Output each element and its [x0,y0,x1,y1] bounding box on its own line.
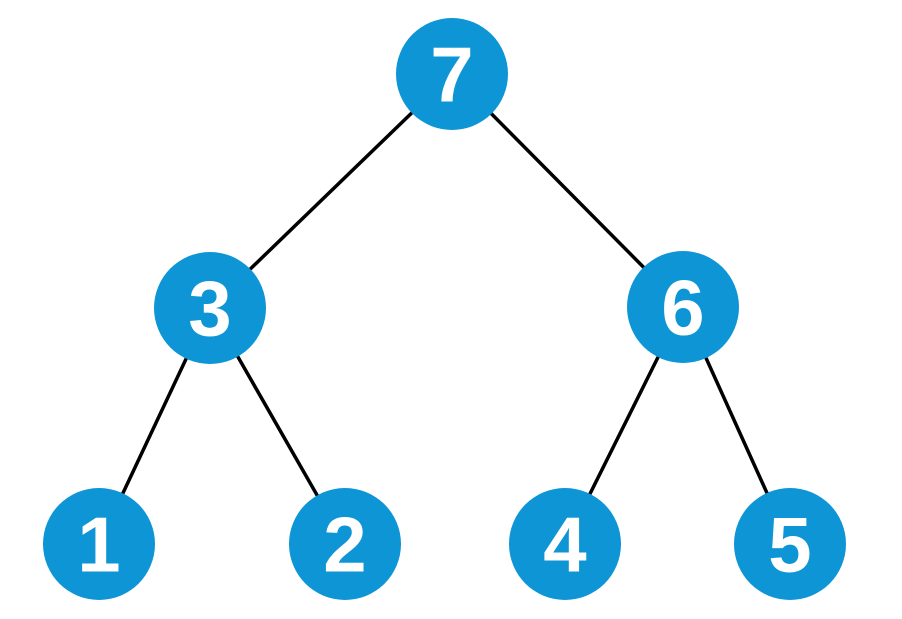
node-label: 4 [543,500,586,588]
node-label: 1 [77,500,120,588]
tree-edge-7-3 [208,72,454,310]
node-label: 5 [768,500,811,588]
node-circle [43,488,155,600]
tree-node-2: 2 [289,488,401,600]
tree-node-4: 4 [509,488,621,600]
node-circle [154,252,266,364]
node-circle [509,488,621,600]
node-circle [396,18,508,130]
node-label: 3 [188,264,231,352]
node-label: 6 [661,263,704,351]
node-circle [627,251,739,363]
node-label: 7 [430,30,473,118]
tree-node-6: 6 [627,251,739,363]
node-circle [289,488,401,600]
tree-node-1: 1 [43,488,155,600]
node-circle [734,488,846,600]
node-label: 2 [323,500,366,588]
tree-nodes: 7 3 6 1 2 4 5 [43,18,846,600]
tree-node-7: 7 [396,18,508,130]
tree-node-5: 5 [734,488,846,600]
tree-node-3: 3 [154,252,266,364]
